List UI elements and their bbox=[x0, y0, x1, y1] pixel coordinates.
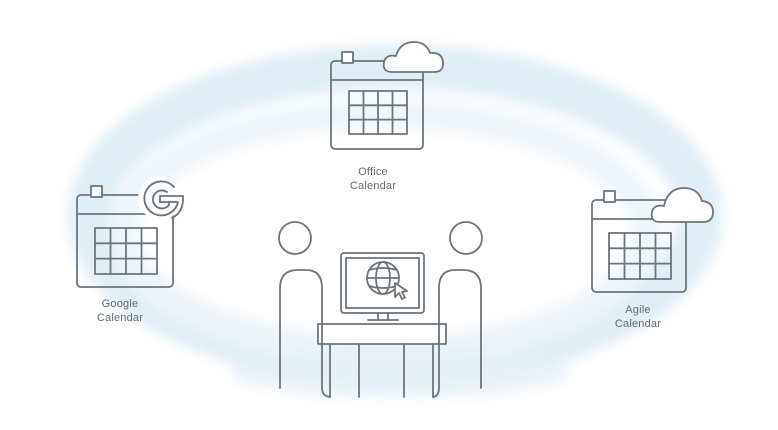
agile-calendar-label: Agile Calendar bbox=[578, 303, 698, 331]
office-calendar-label: Office Calendar bbox=[313, 165, 433, 193]
google-calendar-label: Google Calendar bbox=[60, 297, 180, 325]
calendar-icon bbox=[330, 51, 424, 150]
office-calendar-node bbox=[330, 41, 444, 150]
cloud-icon bbox=[650, 187, 714, 223]
office-calendar-label-line1: Office bbox=[358, 166, 388, 178]
meeting-scene bbox=[278, 221, 483, 398]
desk-icon bbox=[317, 299, 447, 398]
monitor-icon bbox=[340, 252, 425, 321]
google-calendar-label-line2: Calendar bbox=[96, 312, 144, 324]
agile-calendar-node bbox=[591, 187, 714, 293]
calendar-icon bbox=[591, 190, 687, 293]
agile-calendar-label-line1: Agile bbox=[625, 304, 651, 316]
cloud-icon bbox=[382, 41, 444, 73]
office-calendar-label-line2: Calendar bbox=[349, 180, 397, 192]
google-calendar-label-line1: Google bbox=[101, 298, 139, 310]
two-people-icon bbox=[278, 221, 483, 389]
google-calendar-node bbox=[76, 176, 184, 288]
calendar-icon bbox=[76, 185, 174, 288]
cursor-icon bbox=[394, 282, 408, 300]
agile-calendar-label-line2: Calendar bbox=[614, 318, 662, 330]
google-g-icon bbox=[138, 176, 184, 220]
